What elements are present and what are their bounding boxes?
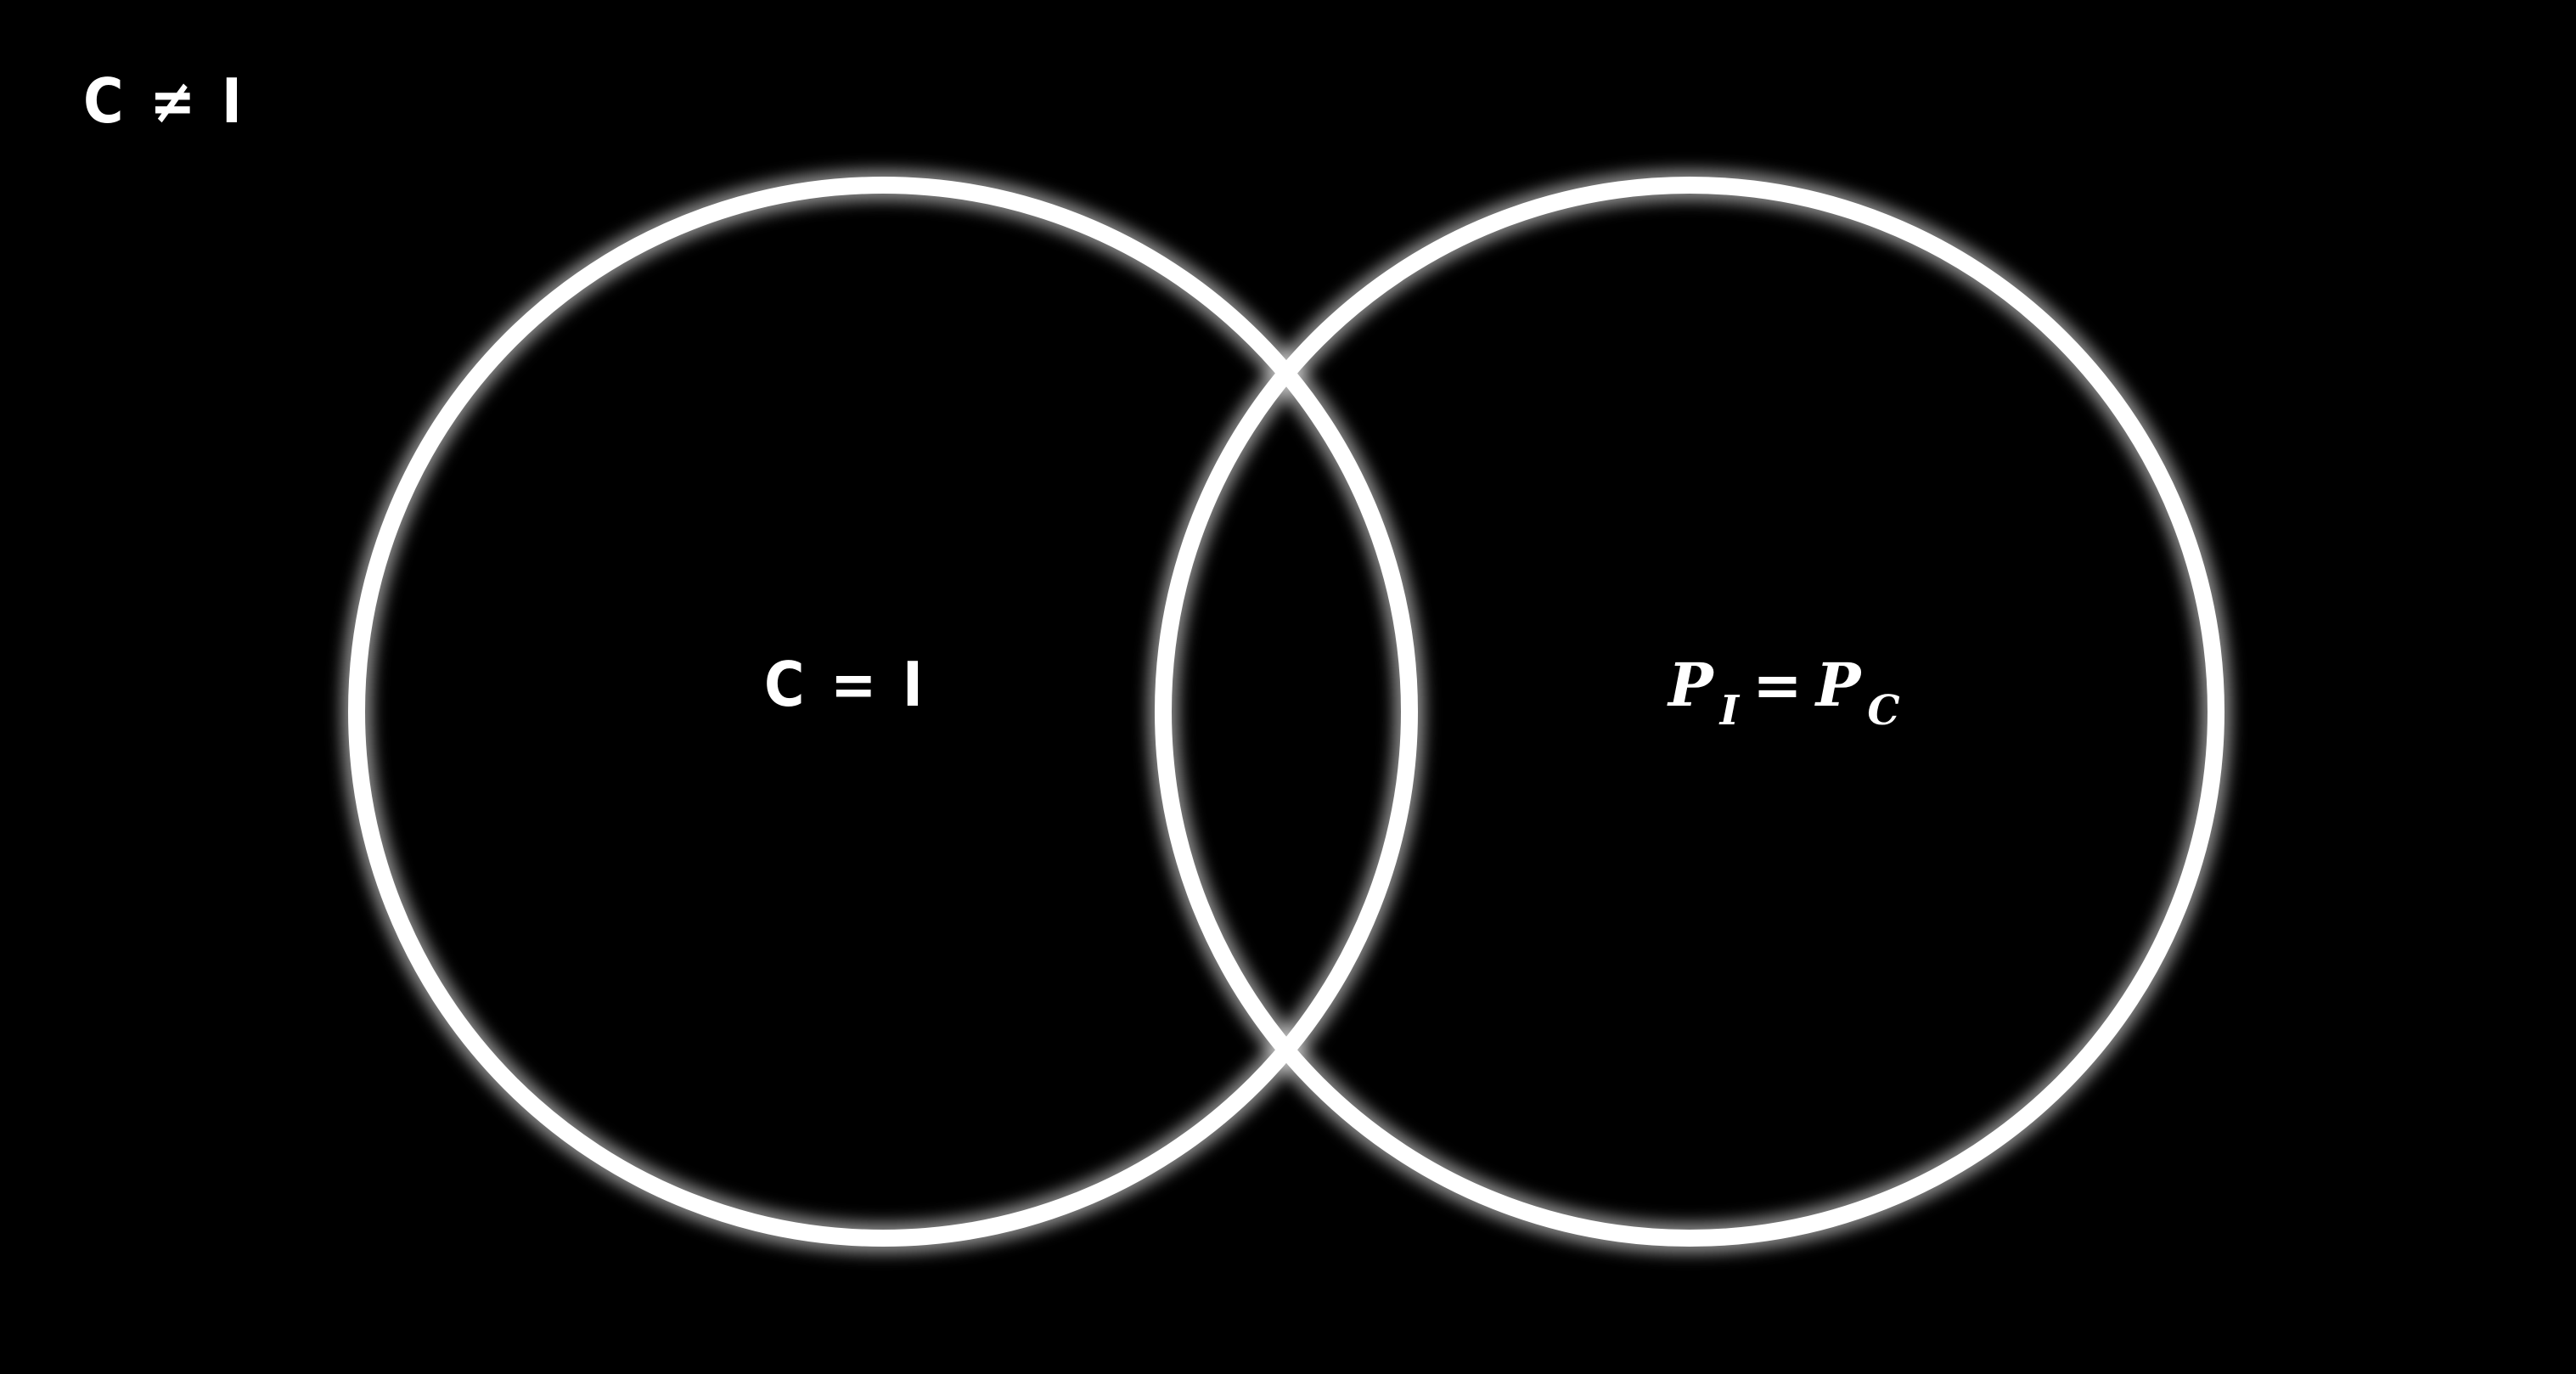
- right-label-sub-2: C: [1867, 687, 1900, 735]
- right-circle: [1155, 177, 2224, 1247]
- left-circle: [348, 177, 1418, 1247]
- right-label-base-1: P: [1668, 650, 1713, 720]
- outside-label: C ≠ I: [83, 65, 245, 137]
- left-circle-label: C = I: [764, 649, 926, 720]
- ring-glow-layer: [341, 170, 2231, 1253]
- right-label-equals: =: [1752, 650, 1803, 720]
- right-label-base-2: P: [1815, 650, 1861, 720]
- right-label-sub-1: I: [1719, 687, 1740, 735]
